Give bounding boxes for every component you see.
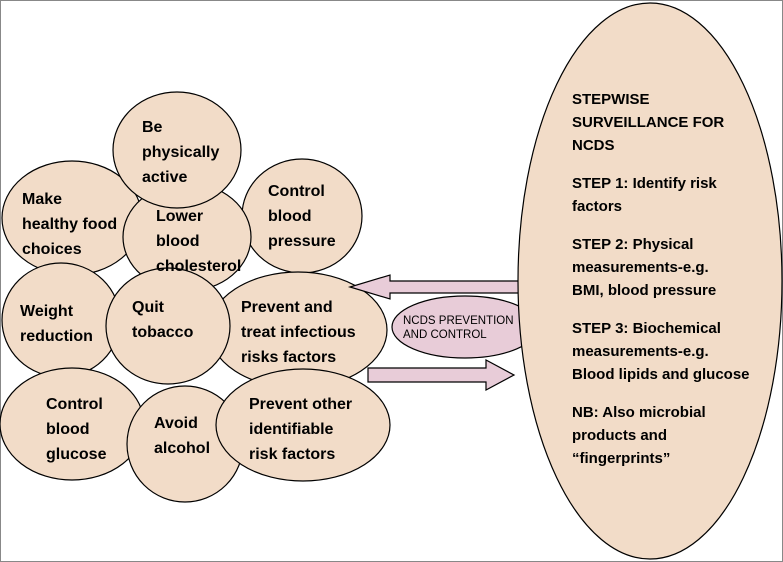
bubble-text-physically-active: Be physically active	[142, 119, 219, 186]
text-line: cholesterol	[156, 258, 241, 275]
bubble-text-healthy-food: Make healthy food choices	[22, 191, 117, 258]
arrow-left	[347, 274, 529, 300]
text-line: risk factors	[249, 446, 335, 463]
text-line: pressure	[268, 233, 336, 250]
text-line: Avoid	[154, 415, 198, 432]
stepwise-step3: STEP 3: Biochemical measurements-e.g. Bloo…	[572, 320, 750, 383]
text-line: STEPWISE	[572, 91, 650, 108]
stepwise-step2: STEP 2: Physical measurements-e.g. BMI, bl…	[572, 236, 716, 299]
bubble-text-control-bp: Control blood pressure	[268, 183, 336, 250]
bubble-text-quit-tobacco: Quit tobacco	[132, 299, 194, 341]
text-line: NCDS	[572, 137, 615, 154]
text-line: STEP 2: Physical	[572, 236, 693, 253]
stepwise-nb: NB: Also microbial products and “fingerpri…	[572, 404, 706, 467]
center-text: NCDS PREVENTION AND CONTROL	[403, 315, 514, 341]
text-line: measurements-e.g.	[572, 343, 709, 360]
text-line: “fingerprints”	[572, 450, 670, 467]
stepwise-oval	[517, 2, 783, 560]
arrow-right	[367, 358, 516, 392]
bubble-quit-tobacco	[105, 267, 231, 385]
text-line: active	[142, 169, 187, 186]
text-line: NCDS PREVENTION	[403, 315, 514, 327]
text-line: blood	[268, 208, 312, 225]
text-line: treat infectious	[241, 324, 356, 341]
bubble-text-lower-cholesterol: Lower blood cholesterol	[156, 208, 241, 275]
bubble-text-weight-reduction: Weight reduction	[20, 303, 93, 345]
text-line: Lower	[156, 208, 203, 225]
text-line: BMI, blood pressure	[572, 282, 716, 299]
text-line: SURVEILLANCE FOR	[572, 114, 724, 131]
bubble-prevent-other	[215, 368, 391, 482]
stepwise-step1: STEP 1: Identify risk factors	[572, 175, 717, 215]
text-line: Control	[268, 183, 325, 200]
text-line: STEP 3: Biochemical	[572, 320, 721, 337]
text-line: AND CONTROL	[403, 329, 487, 341]
text-line: NB: Also microbial	[572, 404, 706, 421]
stepwise-title: STEPWISE SURVEILLANCE FOR NCDS	[572, 91, 724, 154]
text-line: Prevent other	[249, 396, 352, 413]
text-line: glucose	[46, 446, 107, 463]
text-line: factors	[572, 198, 622, 215]
text-line: physically	[142, 144, 219, 161]
bubble-text-avoid-alcohol: Avoid alcohol	[154, 415, 210, 457]
bubble-text-control-glucose: Control blood glucose	[46, 396, 107, 463]
text-line: Quit	[132, 299, 165, 316]
text-line: reduction	[20, 328, 93, 345]
bubble-text-prevent-other: Prevent other identifiable risk factors	[249, 396, 352, 463]
text-line: Weight	[20, 303, 74, 320]
text-line: Be	[142, 119, 163, 136]
text-line: healthy food	[22, 216, 117, 233]
bubble-physically-active	[112, 91, 242, 209]
bubble-weight-reduction	[1, 262, 121, 378]
bubble-text-prevent-infectious: Prevent and treat infectious risks factors	[241, 299, 356, 366]
text-line: Blood lipids and glucose	[572, 366, 750, 383]
text-line: risks factors	[241, 349, 336, 366]
text-line: Make	[22, 191, 62, 208]
text-line: blood	[156, 233, 200, 250]
text-line: choices	[22, 241, 82, 258]
text-line: alcohol	[154, 440, 210, 457]
text-line: STEP 1: Identify risk	[572, 175, 717, 192]
text-line: identifiable	[249, 421, 334, 438]
text-line: tobacco	[132, 324, 194, 341]
text-line: products and	[572, 427, 667, 444]
text-line: Control	[46, 396, 103, 413]
text-line: measurements-e.g.	[572, 259, 709, 276]
center-ellipse	[391, 295, 539, 359]
text-line: blood	[46, 421, 90, 438]
text-line: Prevent and	[241, 299, 333, 316]
